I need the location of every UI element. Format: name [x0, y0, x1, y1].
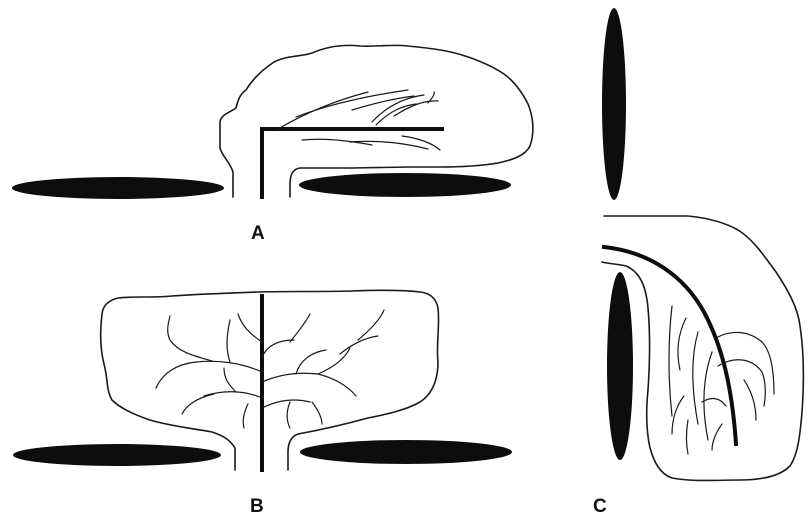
panel-c	[602, 8, 803, 481]
panel-c-bottom-ellipse	[607, 272, 633, 460]
panel-a	[12, 45, 533, 199]
panel-a-left-ellipse	[12, 177, 224, 199]
panel-b-left-ellipse	[13, 444, 221, 466]
panel-c-branches	[669, 306, 774, 454]
panel-b-right-ellipse	[300, 440, 512, 464]
panel-a-right-ellipse	[299, 173, 511, 197]
panel-c-top-ellipse	[602, 8, 626, 200]
panel-a-branches	[278, 90, 440, 150]
panel-b	[13, 290, 512, 470]
panel-label-b: B	[250, 497, 264, 516]
panel-label-a: A	[251, 224, 265, 243]
panel-label-c: C	[593, 497, 607, 516]
panel-b-branches	[156, 310, 384, 428]
